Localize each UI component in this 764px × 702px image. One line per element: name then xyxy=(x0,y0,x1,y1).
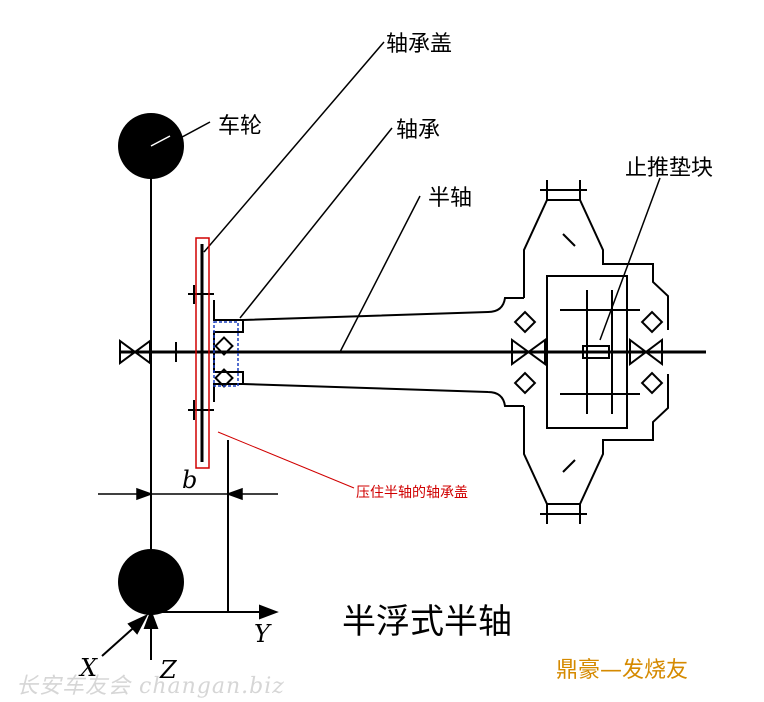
label-wheel: 车轮 xyxy=(218,114,263,139)
leader-half-shaft xyxy=(339,195,421,353)
label-half-shaft: 半轴 xyxy=(428,186,473,211)
label-axis-x: X xyxy=(80,654,98,682)
label-bearing-cap: 轴承盖 xyxy=(386,32,453,57)
bearing-cap-highlight-box xyxy=(195,237,210,469)
diagram-title: 半浮式半轴 xyxy=(342,602,512,642)
wheel-bearing-symbol xyxy=(119,339,151,365)
leader-bearing-cap xyxy=(203,41,385,253)
watermark-text: 长安车友会 changan.biz xyxy=(16,674,285,699)
leader-bearing xyxy=(239,127,393,319)
label-pressing-cap-note: 压住半轴的轴承盖 xyxy=(356,485,468,501)
bearing-highlight-box xyxy=(213,321,239,387)
axle-housing-upper xyxy=(242,297,524,321)
label-dimension-b: b xyxy=(182,466,198,494)
diff-housing-upper xyxy=(523,199,669,330)
brand-text: 鼎豪—发烧友 xyxy=(556,658,689,683)
label-axis-z: Z xyxy=(160,656,177,684)
leader-note xyxy=(217,431,355,489)
leader-thrust-block xyxy=(599,177,661,341)
diff-housing-lower xyxy=(523,374,669,505)
label-bearing: 轴承 xyxy=(396,118,441,143)
thrust-block xyxy=(582,345,610,359)
axle-housing-lower xyxy=(242,383,524,407)
wheel-bottom xyxy=(118,549,184,615)
label-axis-y: Y xyxy=(254,620,270,648)
label-thrust-block: 止推垫块 xyxy=(625,156,714,181)
differential-carrier xyxy=(546,275,628,429)
